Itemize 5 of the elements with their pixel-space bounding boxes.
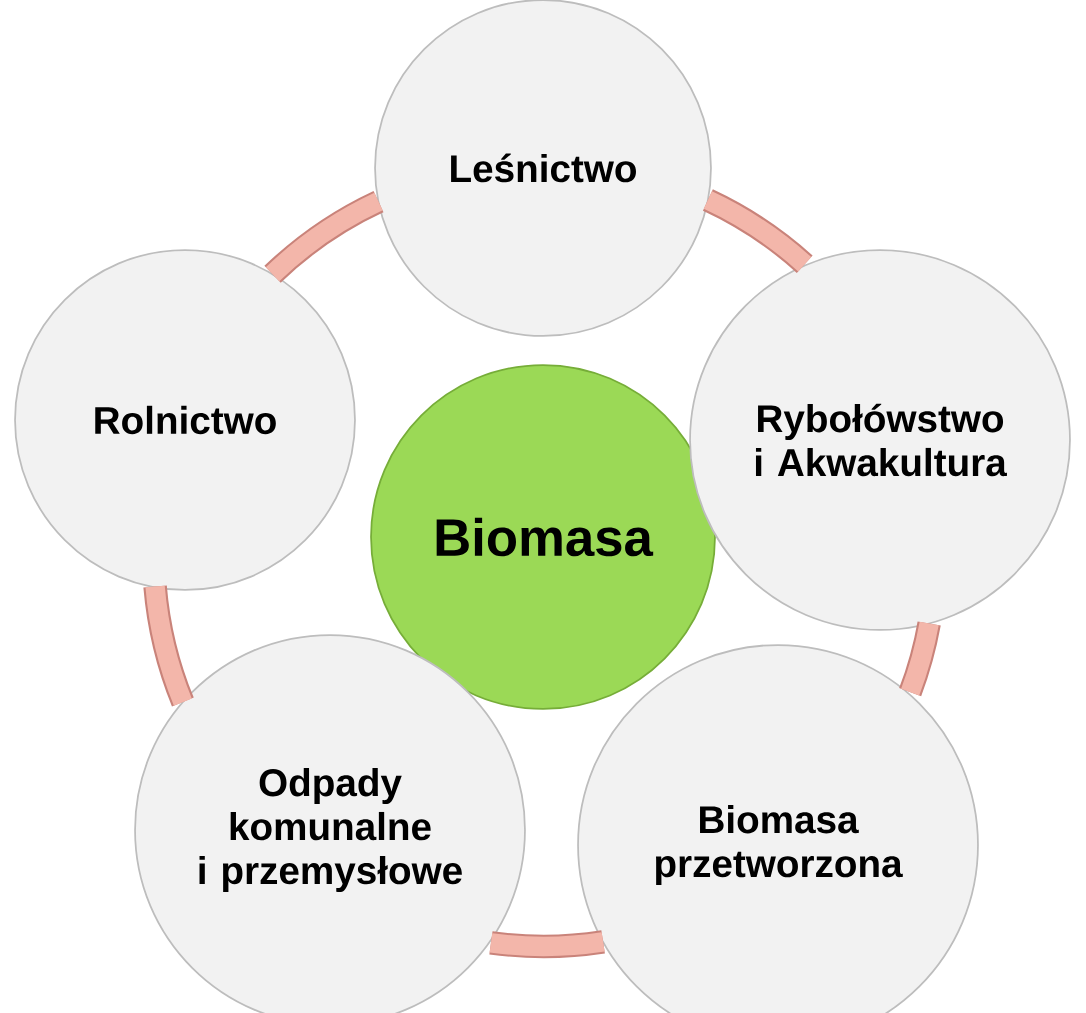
ring-segment [143, 585, 194, 707]
ring-segment [899, 621, 941, 697]
ring-segment [489, 930, 605, 959]
ring-segment [702, 189, 813, 274]
ring-segment [264, 190, 384, 283]
